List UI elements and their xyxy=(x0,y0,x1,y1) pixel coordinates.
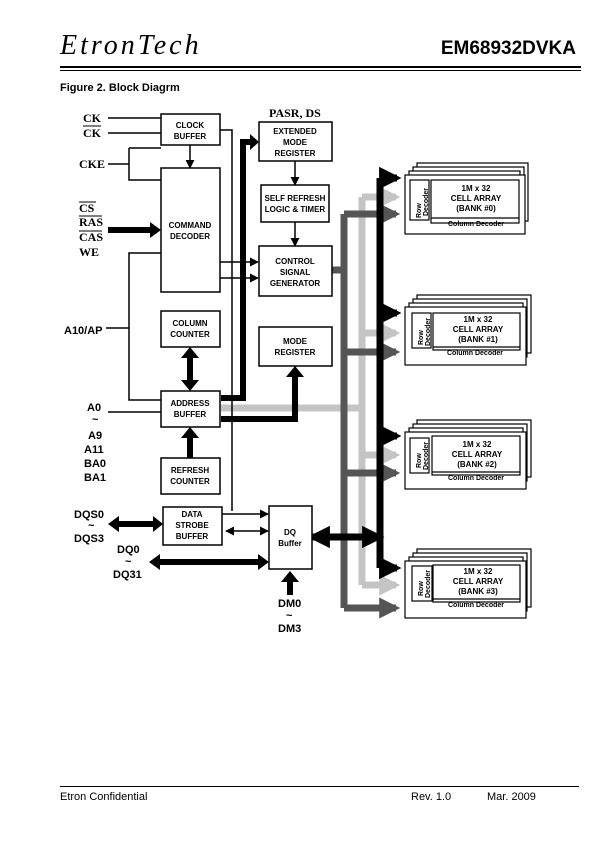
bank-2-id: (BANK #2) xyxy=(457,460,497,469)
label-dq31: DQ31 xyxy=(113,569,142,581)
data-strobe-l2: STROBE xyxy=(175,521,209,530)
label-tilde-a: ~ xyxy=(92,414,99,426)
address-buffer-l1: ADDRESS xyxy=(170,399,210,408)
bank-1-row-l1: Row xyxy=(418,330,425,345)
bank-1-row-l2: Decoder xyxy=(425,318,432,346)
label-dqs3: DQS3 xyxy=(74,533,104,545)
label-cke: CKE xyxy=(79,157,105,171)
address-buffer-l2: BUFFER xyxy=(174,410,207,419)
emr-l2: MODE xyxy=(283,138,308,147)
refresh-counter-l2: COUNTER xyxy=(170,477,210,486)
data-strobe-l3: BUFFER xyxy=(176,532,209,541)
control-signal-l2: SIGNAL xyxy=(280,268,310,277)
thin-wires xyxy=(106,117,300,536)
company-logo: EtronTech xyxy=(60,30,202,61)
label-ras: RAS xyxy=(79,215,103,229)
bank-2-row-l2: Decoder xyxy=(423,442,430,470)
data-strobe-l1: DATA xyxy=(181,510,202,519)
bank-0-col-decoder: Column Decoder xyxy=(448,221,504,228)
label-dm0: DM0 xyxy=(278,598,301,610)
bank-3-col-decoder: Column Decoder xyxy=(448,602,504,609)
bank-1: Row Decoder 1M x 32 CELL ARRAY (BANK #1)… xyxy=(404,294,532,366)
bank-3-id: (BANK #3) xyxy=(458,587,498,596)
footer-rule xyxy=(60,786,579,787)
black-data-bus xyxy=(307,166,402,580)
label-tilde-dq: ~ xyxy=(125,556,132,568)
label-we: WE xyxy=(79,245,99,259)
label-a9: A9 xyxy=(88,430,102,442)
label-ba1: BA1 xyxy=(84,472,106,484)
column-counter-l1: COLUMN xyxy=(172,319,207,328)
thick-arrows xyxy=(108,134,304,595)
label-dqs0: DQS0 xyxy=(74,509,104,521)
command-decoder-l1: COMMAND xyxy=(169,221,212,230)
clock-buffer-l1: CLOCK xyxy=(176,121,205,130)
command-decoder-l2: DECODER xyxy=(170,232,210,241)
header-rule xyxy=(60,66,581,68)
block-boxes xyxy=(160,113,333,570)
footer-confidential: Etron Confidential xyxy=(60,791,148,803)
bank-0: Row Decoder 1M x 32 CELL ARRAY (BANK #0)… xyxy=(404,162,529,235)
dq-buffer-l2: Buffer xyxy=(278,539,302,548)
emr-l1: EXTENDED xyxy=(273,127,317,136)
figure-title: Figure 2. Block Diagrm xyxy=(60,82,180,94)
part-number: EM68932DVKA xyxy=(440,38,576,59)
footer-date: Mar. 2009 xyxy=(487,791,536,803)
column-counter-l2: COUNTER xyxy=(170,330,210,339)
bank-1-col-decoder: Column Decoder xyxy=(447,350,503,357)
bank-0-name: CELL ARRAY xyxy=(451,194,502,203)
bank-2-row-l1: Row xyxy=(416,453,423,468)
bank-1-id: (BANK #1) xyxy=(458,335,498,344)
bank-2-col-decoder: Column Decoder xyxy=(448,475,504,482)
bank-2-name: CELL ARRAY xyxy=(452,450,503,459)
label-dm3: DM3 xyxy=(278,623,301,635)
bank-3-row-l2: Decoder xyxy=(425,570,432,598)
footer-revision: Rev. 1.0 xyxy=(411,791,452,803)
bank-0-id: (BANK #0) xyxy=(456,204,496,213)
label-a0: A0 xyxy=(87,402,101,414)
bank-2-size: 1M x 32 xyxy=(463,440,492,449)
bank-0-row-l1: Row xyxy=(416,203,423,218)
bank-3-size: 1M x 32 xyxy=(464,567,493,576)
header-rule-thin xyxy=(60,70,581,71)
bank-1-size: 1M x 32 xyxy=(464,315,493,324)
label-ba0: BA0 xyxy=(84,458,106,470)
clock-buffer-l2: BUFFER xyxy=(174,132,207,141)
emr-l3: REGISTER xyxy=(275,149,316,158)
bank-1-name: CELL ARRAY xyxy=(453,325,504,334)
self-refresh-l2: LOGIC & TIMER xyxy=(265,205,326,214)
dq-buffer-l1: DQ xyxy=(284,528,296,537)
label-ck: CK xyxy=(83,111,102,125)
bank-2: Row Decoder 1M x 32 CELL ARRAY (BANK #2)… xyxy=(404,419,532,490)
label-dq0: DQ0 xyxy=(117,544,140,556)
mode-register-l1: MODE xyxy=(283,337,308,346)
label-a11: A11 xyxy=(84,444,104,456)
label-pasr-ds: PASR, DS xyxy=(269,106,321,120)
label-cs: CS xyxy=(79,201,95,215)
label-tilde-dqs: ~ xyxy=(88,520,95,532)
control-signal-l3: GENERATOR xyxy=(270,279,321,288)
refresh-counter-l1: REFRESH xyxy=(171,466,209,475)
bank-0-size: 1M x 32 xyxy=(462,184,491,193)
mode-register-l2: REGISTER xyxy=(275,348,316,357)
block-labels: CLOCK BUFFER COMMAND DECODER COLUMN COUN… xyxy=(169,121,326,548)
self-refresh-l1: SELF REFRESH xyxy=(265,194,326,203)
control-signal-l1: CONTROL xyxy=(275,257,315,266)
bank-0-row-l2: Decoder xyxy=(423,188,430,216)
label-tilde-dm: ~ xyxy=(286,610,293,622)
bank-3-name: CELL ARRAY xyxy=(453,577,504,586)
label-a10ap: A10/AP xyxy=(64,325,103,337)
label-ck-bar: CK xyxy=(83,126,102,140)
label-cas: CAS xyxy=(79,230,103,244)
bank-3-row-l1: Row xyxy=(418,581,425,596)
bank-3: Row Decoder 1M x 32 CELL ARRAY (BANK #3)… xyxy=(404,548,532,619)
